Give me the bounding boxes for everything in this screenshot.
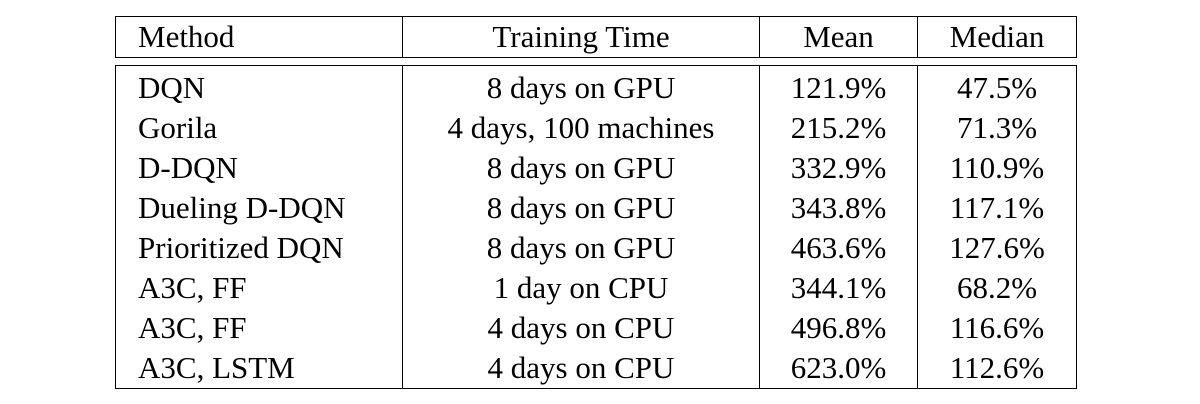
cell-training-time: 1 day on CPU: [402, 268, 760, 308]
cell-training-time: 8 days on GPU: [402, 228, 760, 268]
cell-training-time: 8 days on GPU: [402, 148, 760, 188]
header-median: Median: [917, 16, 1077, 58]
cell-training-time: 4 days on CPU: [402, 308, 760, 348]
cell-method: A3C, LSTM: [138, 350, 295, 385]
cell-mean: 463.6%: [759, 228, 918, 268]
cell-method: D-DQN: [138, 150, 238, 185]
cell-mean: 496.8%: [759, 308, 918, 348]
cell-training-time: 8 days on GPU: [402, 188, 760, 228]
cell-training-time: 8 days on GPU: [402, 65, 760, 108]
cell-mean: 215.2%: [759, 108, 918, 148]
cell-median: 112.6%: [917, 348, 1077, 389]
table-header: Method Training Time Mean Median: [115, 16, 1077, 58]
header-training-time: Training Time: [402, 16, 760, 58]
header-body-gap: [115, 58, 1076, 65]
header-mean: Mean: [759, 16, 918, 58]
cell-mean: 121.9%: [759, 65, 918, 108]
cell-training-time: 4 days, 100 machines: [402, 108, 760, 148]
cell-mean: 623.0%: [759, 348, 918, 389]
cell-method: Gorila: [138, 110, 218, 145]
cell-mean: 344.1%: [759, 268, 918, 308]
cell-median: 68.2%: [917, 268, 1077, 308]
cell-method: A3C, FF: [138, 310, 247, 345]
cell-median: 71.3%: [917, 108, 1077, 148]
cell-median: 116.6%: [917, 308, 1077, 348]
cell-method: Dueling D-DQN: [138, 190, 346, 225]
cell-method: Prioritized DQN: [138, 230, 344, 265]
cell-mean: 332.9%: [759, 148, 918, 188]
cell-method: DQN: [138, 70, 206, 105]
cell-median: 117.1%: [917, 188, 1077, 228]
cell-method: A3C, FF: [138, 270, 247, 305]
cell-median: 47.5%: [917, 65, 1077, 108]
cell-training-time: 4 days on CPU: [402, 348, 760, 389]
cell-mean: 343.8%: [759, 188, 918, 228]
header-method: Method: [115, 16, 403, 58]
cell-median: 127.6%: [917, 228, 1077, 268]
cell-median: 110.9%: [917, 148, 1077, 188]
header-row: Method Training Time Mean Median: [115, 16, 1077, 58]
results-table: Method Training Time Mean Median DQN 8 da…: [115, 16, 1077, 389]
